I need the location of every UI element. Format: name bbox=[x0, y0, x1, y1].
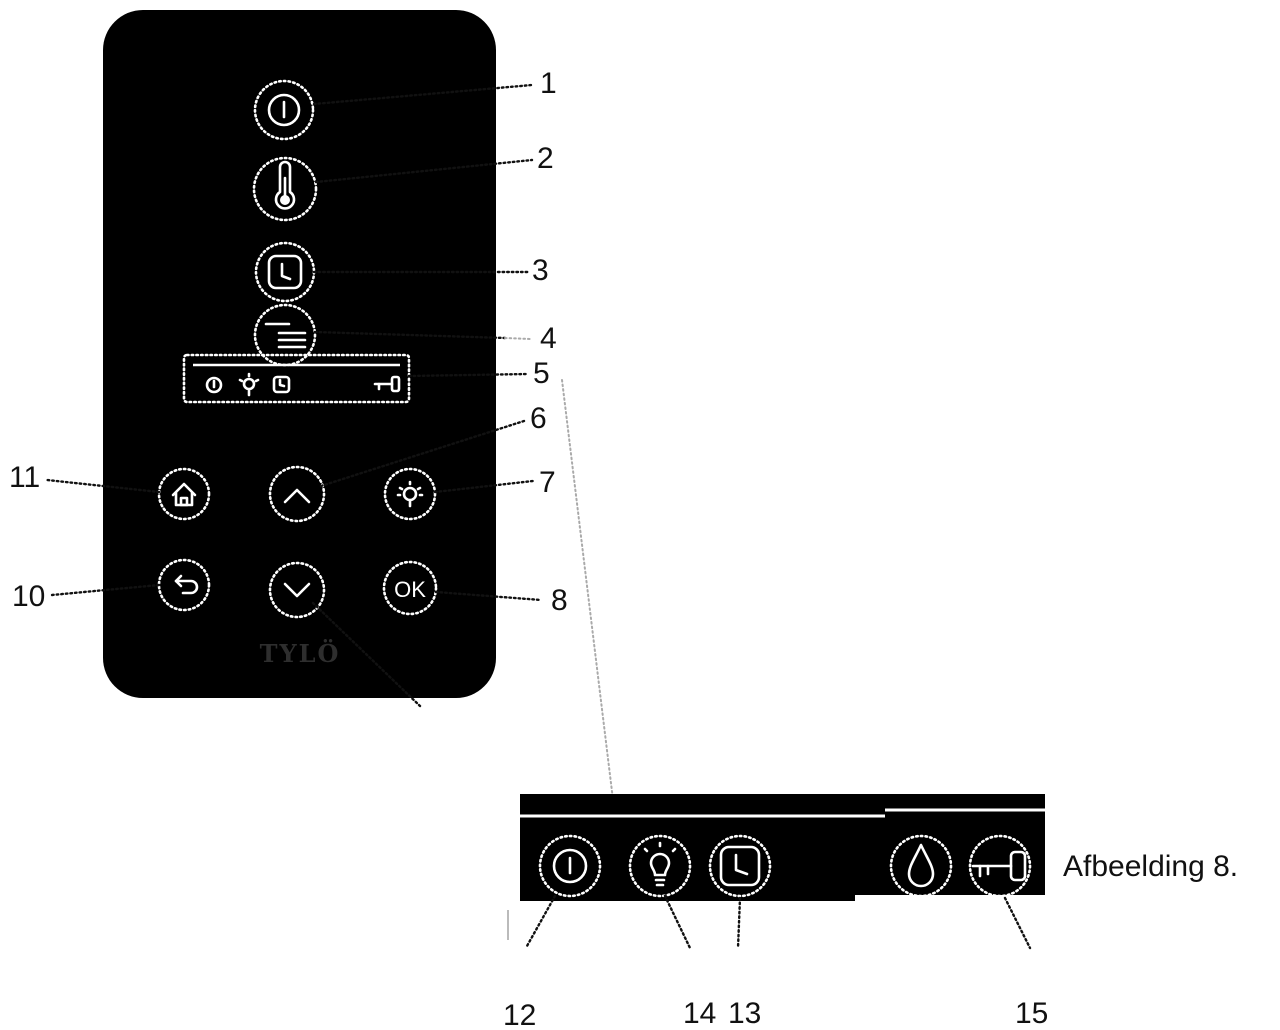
callout-10: 10 bbox=[12, 580, 45, 613]
callout-12: 12 bbox=[503, 999, 536, 1030]
callout-13: 13 bbox=[728, 997, 761, 1030]
key-icon bbox=[971, 850, 1027, 882]
callout-8: 8 bbox=[551, 584, 568, 617]
status-key-icon bbox=[373, 375, 401, 393]
callout-3: 3 bbox=[532, 254, 549, 287]
callout-numbers: 1 2 3 4 5 6 7 8 10 11 bbox=[9, 67, 568, 617]
chevron-down-icon bbox=[283, 582, 311, 598]
power-button[interactable] bbox=[253, 79, 315, 141]
lightbulb-icon bbox=[396, 480, 424, 508]
detail-light-indicator bbox=[628, 834, 692, 898]
temperature-button[interactable] bbox=[252, 156, 318, 222]
ok-icon: OK bbox=[394, 577, 426, 602]
home-icon bbox=[171, 482, 197, 507]
water-drop-icon bbox=[907, 843, 935, 888]
detail-power-indicator bbox=[538, 834, 602, 898]
chevron-up-icon bbox=[283, 488, 311, 504]
brand-logo: TYLÖ bbox=[260, 639, 341, 668]
status-light-icon bbox=[238, 372, 260, 397]
ok-button[interactable]: OK bbox=[382, 560, 438, 616]
clock-icon bbox=[267, 254, 303, 290]
lightbulb-icon bbox=[643, 841, 677, 887]
power-icon bbox=[267, 93, 301, 127]
callout-11: 11 bbox=[9, 461, 40, 494]
svg-text:OK: OK bbox=[394, 577, 426, 602]
callout-14: 14 bbox=[683, 997, 716, 1030]
callout-5: 5 bbox=[533, 357, 550, 390]
up-button[interactable] bbox=[268, 465, 326, 523]
figure-caption: Afbeelding 8. bbox=[1063, 850, 1238, 883]
down-button[interactable] bbox=[268, 561, 326, 619]
light-button[interactable] bbox=[383, 467, 437, 521]
power-icon bbox=[552, 848, 588, 884]
detail-drop-indicator bbox=[889, 834, 953, 898]
home-button[interactable] bbox=[157, 467, 211, 521]
detail-key-indicator bbox=[968, 834, 1032, 898]
callout-1: 1 bbox=[540, 67, 557, 100]
detail-clock-indicator bbox=[708, 834, 772, 898]
thermometer-icon bbox=[274, 160, 296, 210]
status-bar bbox=[182, 353, 411, 404]
clock-icon bbox=[719, 845, 761, 887]
leader-lines bbox=[45, 83, 615, 809]
detail-leader-lines bbox=[507, 894, 1032, 950]
callout-7: 7 bbox=[539, 466, 556, 499]
callout-6: 6 bbox=[530, 402, 547, 435]
callout-15: 15 bbox=[1015, 997, 1048, 1030]
menu-icon bbox=[264, 322, 307, 349]
callout-4: 4 bbox=[540, 322, 557, 355]
detail-callout-numbers: 12 14 13 15 bbox=[503, 997, 1048, 1030]
callout-2: 2 bbox=[537, 142, 554, 175]
status-power-icon bbox=[205, 376, 223, 394]
status-clock-icon bbox=[272, 375, 291, 394]
back-arrow-icon bbox=[174, 574, 199, 595]
